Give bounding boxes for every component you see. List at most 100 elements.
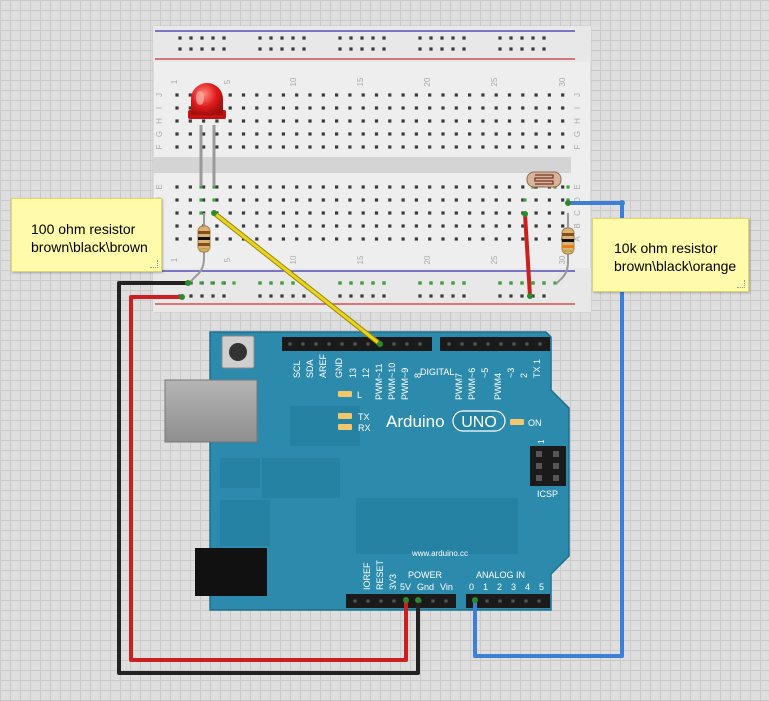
row-letter: F (155, 144, 164, 149)
breadboard-hole (222, 294, 226, 298)
breadboard-hole (521, 93, 525, 97)
breadboard-hole (188, 106, 192, 110)
breadboard-hole (537, 599, 541, 603)
led-on-label: ON (528, 418, 542, 428)
breadboard-hole (348, 93, 352, 97)
breadboard-hole (374, 185, 379, 189)
breadboard-hole (494, 211, 498, 215)
breadboard-hole (454, 106, 458, 110)
arduino-uno-board[interactable]: SCL SDA AREF GND 13 12 ~11 ~10 ~9 8 7 ~6… (164, 331, 570, 611)
wire-5v-red[interactable] (129, 295, 408, 662)
breadboard[interactable]: 1 5 10 15 20 25 30 1 5 10 15 20 25 30 J … (152, 25, 592, 313)
col-number: 5 (223, 79, 232, 84)
breadboard-hole (280, 47, 284, 51)
breadboard-hole (507, 185, 512, 189)
breadboard-hole (335, 106, 339, 110)
breadboard-hole (258, 281, 262, 285)
pwm-label: PWM (387, 378, 397, 400)
breadboard-hole (258, 36, 262, 40)
breadboard-hole (441, 211, 445, 215)
wire-signal-yellow[interactable] (213, 211, 381, 346)
breadboard-hole (281, 224, 285, 228)
breadboard-hole (451, 294, 455, 298)
breadboard-hole (202, 145, 206, 149)
breadboard-hole (531, 281, 535, 285)
col-number: 25 (490, 77, 499, 86)
breadboard-hole (428, 145, 432, 149)
pin-label: 1 (483, 582, 488, 592)
breadboard-hole (335, 132, 339, 136)
breadboard-hole (481, 198, 485, 202)
pin-label: 5 (539, 582, 544, 592)
breadboard-hole (175, 119, 179, 123)
pwm-label: PWM (374, 378, 384, 400)
row-letter: D (573, 197, 582, 203)
note-10k-ohm-resistor[interactable]: 10k ohm resistor brown\black\orange (592, 218, 749, 292)
breadboard-hole (468, 145, 472, 149)
resistor-10k-ohm[interactable] (555, 213, 575, 285)
breadboard-hole (335, 211, 339, 215)
breadboard-hole (268, 106, 272, 110)
led-l-indicator (338, 391, 352, 397)
digital-header-left (282, 337, 432, 351)
breadboard-hole (509, 36, 513, 40)
breadboard-hole (361, 145, 365, 149)
breadboard-hole (499, 342, 503, 346)
breadboard-hole (451, 36, 455, 40)
breadboard-hole (258, 294, 262, 298)
breadboard-hole (547, 198, 551, 202)
wire-ldr-red[interactable] (523, 212, 532, 298)
breadboard-hole (269, 47, 273, 51)
col-number: 15 (356, 77, 365, 86)
wire-analog-blue[interactable] (473, 201, 624, 658)
breadboard-hole (349, 36, 353, 40)
breadboard-hole (440, 47, 444, 51)
breadboard-hole (268, 93, 272, 97)
breadboard-hole (321, 211, 325, 215)
breadboard-hole (321, 198, 325, 202)
breadboard-hole (498, 599, 502, 603)
breadboard-hole (228, 106, 232, 110)
breadboard-hole (521, 198, 525, 202)
breadboard-hole (353, 342, 357, 346)
breadboard-hole (454, 145, 458, 149)
resistor-100-ohm[interactable] (189, 213, 211, 283)
breadboard-hole (441, 119, 445, 123)
led-rx-indicator (338, 424, 352, 430)
wire-gnd-black[interactable] (117, 281, 420, 675)
reset-button-cap (229, 343, 247, 361)
breadboard-hole (441, 185, 445, 189)
breadboard-hole (498, 294, 502, 298)
breadboard-hole (401, 93, 405, 97)
resize-grip-icon[interactable] (737, 280, 745, 288)
breadboard-hole (202, 119, 206, 123)
led-body (191, 83, 223, 115)
breadboard-hole (295, 224, 299, 228)
breadboard-hole (210, 281, 214, 285)
note-100-ohm-resistor[interactable]: 100 ohm resistor brown\black\brown (11, 198, 162, 272)
breadboard-hole (441, 145, 445, 149)
resize-grip-icon[interactable] (150, 260, 158, 268)
breadboard-hole (468, 185, 472, 189)
breadboard-hole (175, 211, 179, 215)
breadboard-hole (349, 281, 353, 285)
breadboard-hole (429, 281, 433, 285)
breadboard-hole (428, 93, 432, 97)
breadboard-hole (255, 224, 259, 228)
analog-pin-labels: 0 1 2 3 4 5 (469, 582, 544, 592)
pin-label: 4 (525, 582, 530, 592)
breadboard-hole (494, 185, 498, 189)
photoresistor[interactable] (526, 171, 562, 188)
breadboard-hole (302, 294, 306, 298)
breadboard-hole (269, 36, 273, 40)
breadboard-hole (521, 185, 525, 189)
breadboard-hole (454, 198, 458, 202)
breadboard-hole (441, 106, 445, 110)
breadboard-hole (361, 237, 365, 241)
breadboard-hole (521, 106, 525, 110)
breadboard-hole (454, 224, 458, 228)
breadboard-hole (382, 36, 386, 40)
row-letter: I (155, 107, 164, 109)
red-led[interactable] (188, 83, 226, 186)
